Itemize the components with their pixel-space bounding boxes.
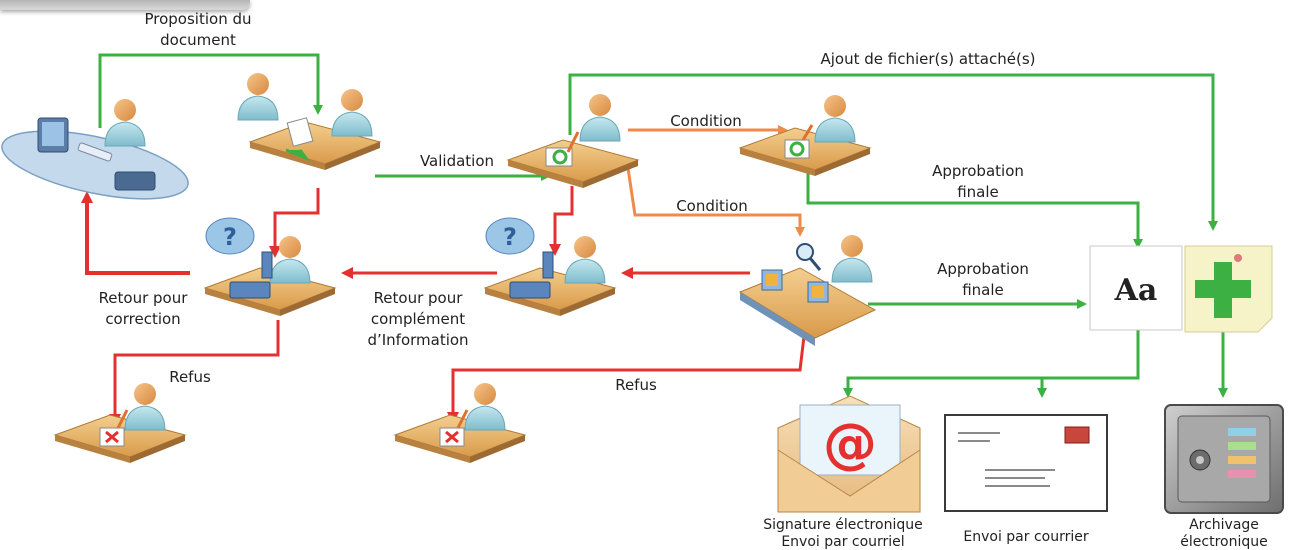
refus-desk-right-icon — [394, 382, 526, 464]
label-retour-complement-1: Retour pour — [374, 289, 464, 307]
email-envelope-icon: @ — [777, 395, 921, 513]
attachment-plus-icon — [1184, 245, 1273, 333]
arrow-proposition — [98, 53, 323, 128]
label-proposition-1: Proposition du — [144, 10, 251, 28]
label-approbation-mid-1: Approbation — [937, 260, 1029, 278]
question-desk-mid-icon: ? — [484, 217, 616, 317]
question-desk-left-icon: ? — [204, 217, 336, 317]
label-retour-correction-1: Retour pour — [99, 289, 189, 307]
label-approbation-top-1: Approbation — [932, 162, 1024, 180]
doc-aa-text: Aa — [1114, 273, 1158, 308]
label-approbation-top-2: finale — [957, 183, 999, 201]
refus-desk-left-icon — [54, 382, 186, 464]
workstation-icon — [1, 98, 189, 200]
arrow-to-question-left — [269, 188, 320, 258]
condition-desk-icon — [739, 94, 871, 177]
label-archivage-2: électronique — [1180, 534, 1267, 550]
label-retour-correction-2: correction — [105, 310, 180, 328]
arrow-ajout-fichiers — [568, 73, 1218, 231]
arrow-to-question-mid — [549, 186, 574, 256]
label-refus-right: Refus — [615, 376, 657, 394]
label-condition-top: Condition — [670, 112, 742, 130]
svg-text:?: ? — [503, 223, 517, 251]
label-archivage-1: Archivage — [1189, 517, 1259, 533]
proposition-desk-icon — [237, 72, 381, 171]
arrow-refus-right — [447, 327, 807, 424]
window-top-bar — [0, 0, 250, 10]
label-ajout-fichiers: Ajout de fichier(s) attaché(s) — [821, 50, 1036, 68]
label-retour-complement-2: complément — [371, 310, 465, 328]
label-condition-mid: Condition — [676, 197, 748, 215]
label-envoi-courrier: Envoi par courrier — [963, 529, 1088, 545]
arrow-outputs — [843, 330, 1140, 398]
archive-safe-icon — [1164, 404, 1284, 514]
arrow-retour-correction — [81, 191, 190, 275]
label-signature-2: Envoi par courriel — [781, 534, 904, 550]
arrow-refus-left — [109, 320, 280, 426]
label-signature-1: Signature électronique — [763, 517, 922, 533]
document-aa-icon: Aa — [1089, 245, 1183, 331]
letter-icon — [944, 414, 1108, 512]
label-proposition-2: document — [160, 31, 236, 49]
inspection-conveyor-icon — [738, 234, 877, 346]
svg-text:?: ? — [223, 223, 237, 251]
label-validation: Validation — [420, 152, 494, 170]
label-retour-complement-3: d’Information — [367, 331, 468, 349]
label-refus-left: Refus — [169, 368, 211, 386]
email-at-symbol: @ — [823, 412, 877, 475]
label-approbation-mid-2: finale — [962, 281, 1004, 299]
validation-desk-icon — [507, 93, 639, 189]
arrow-condition-mid — [626, 167, 805, 237]
arrow-approbation-top — [806, 165, 1143, 249]
